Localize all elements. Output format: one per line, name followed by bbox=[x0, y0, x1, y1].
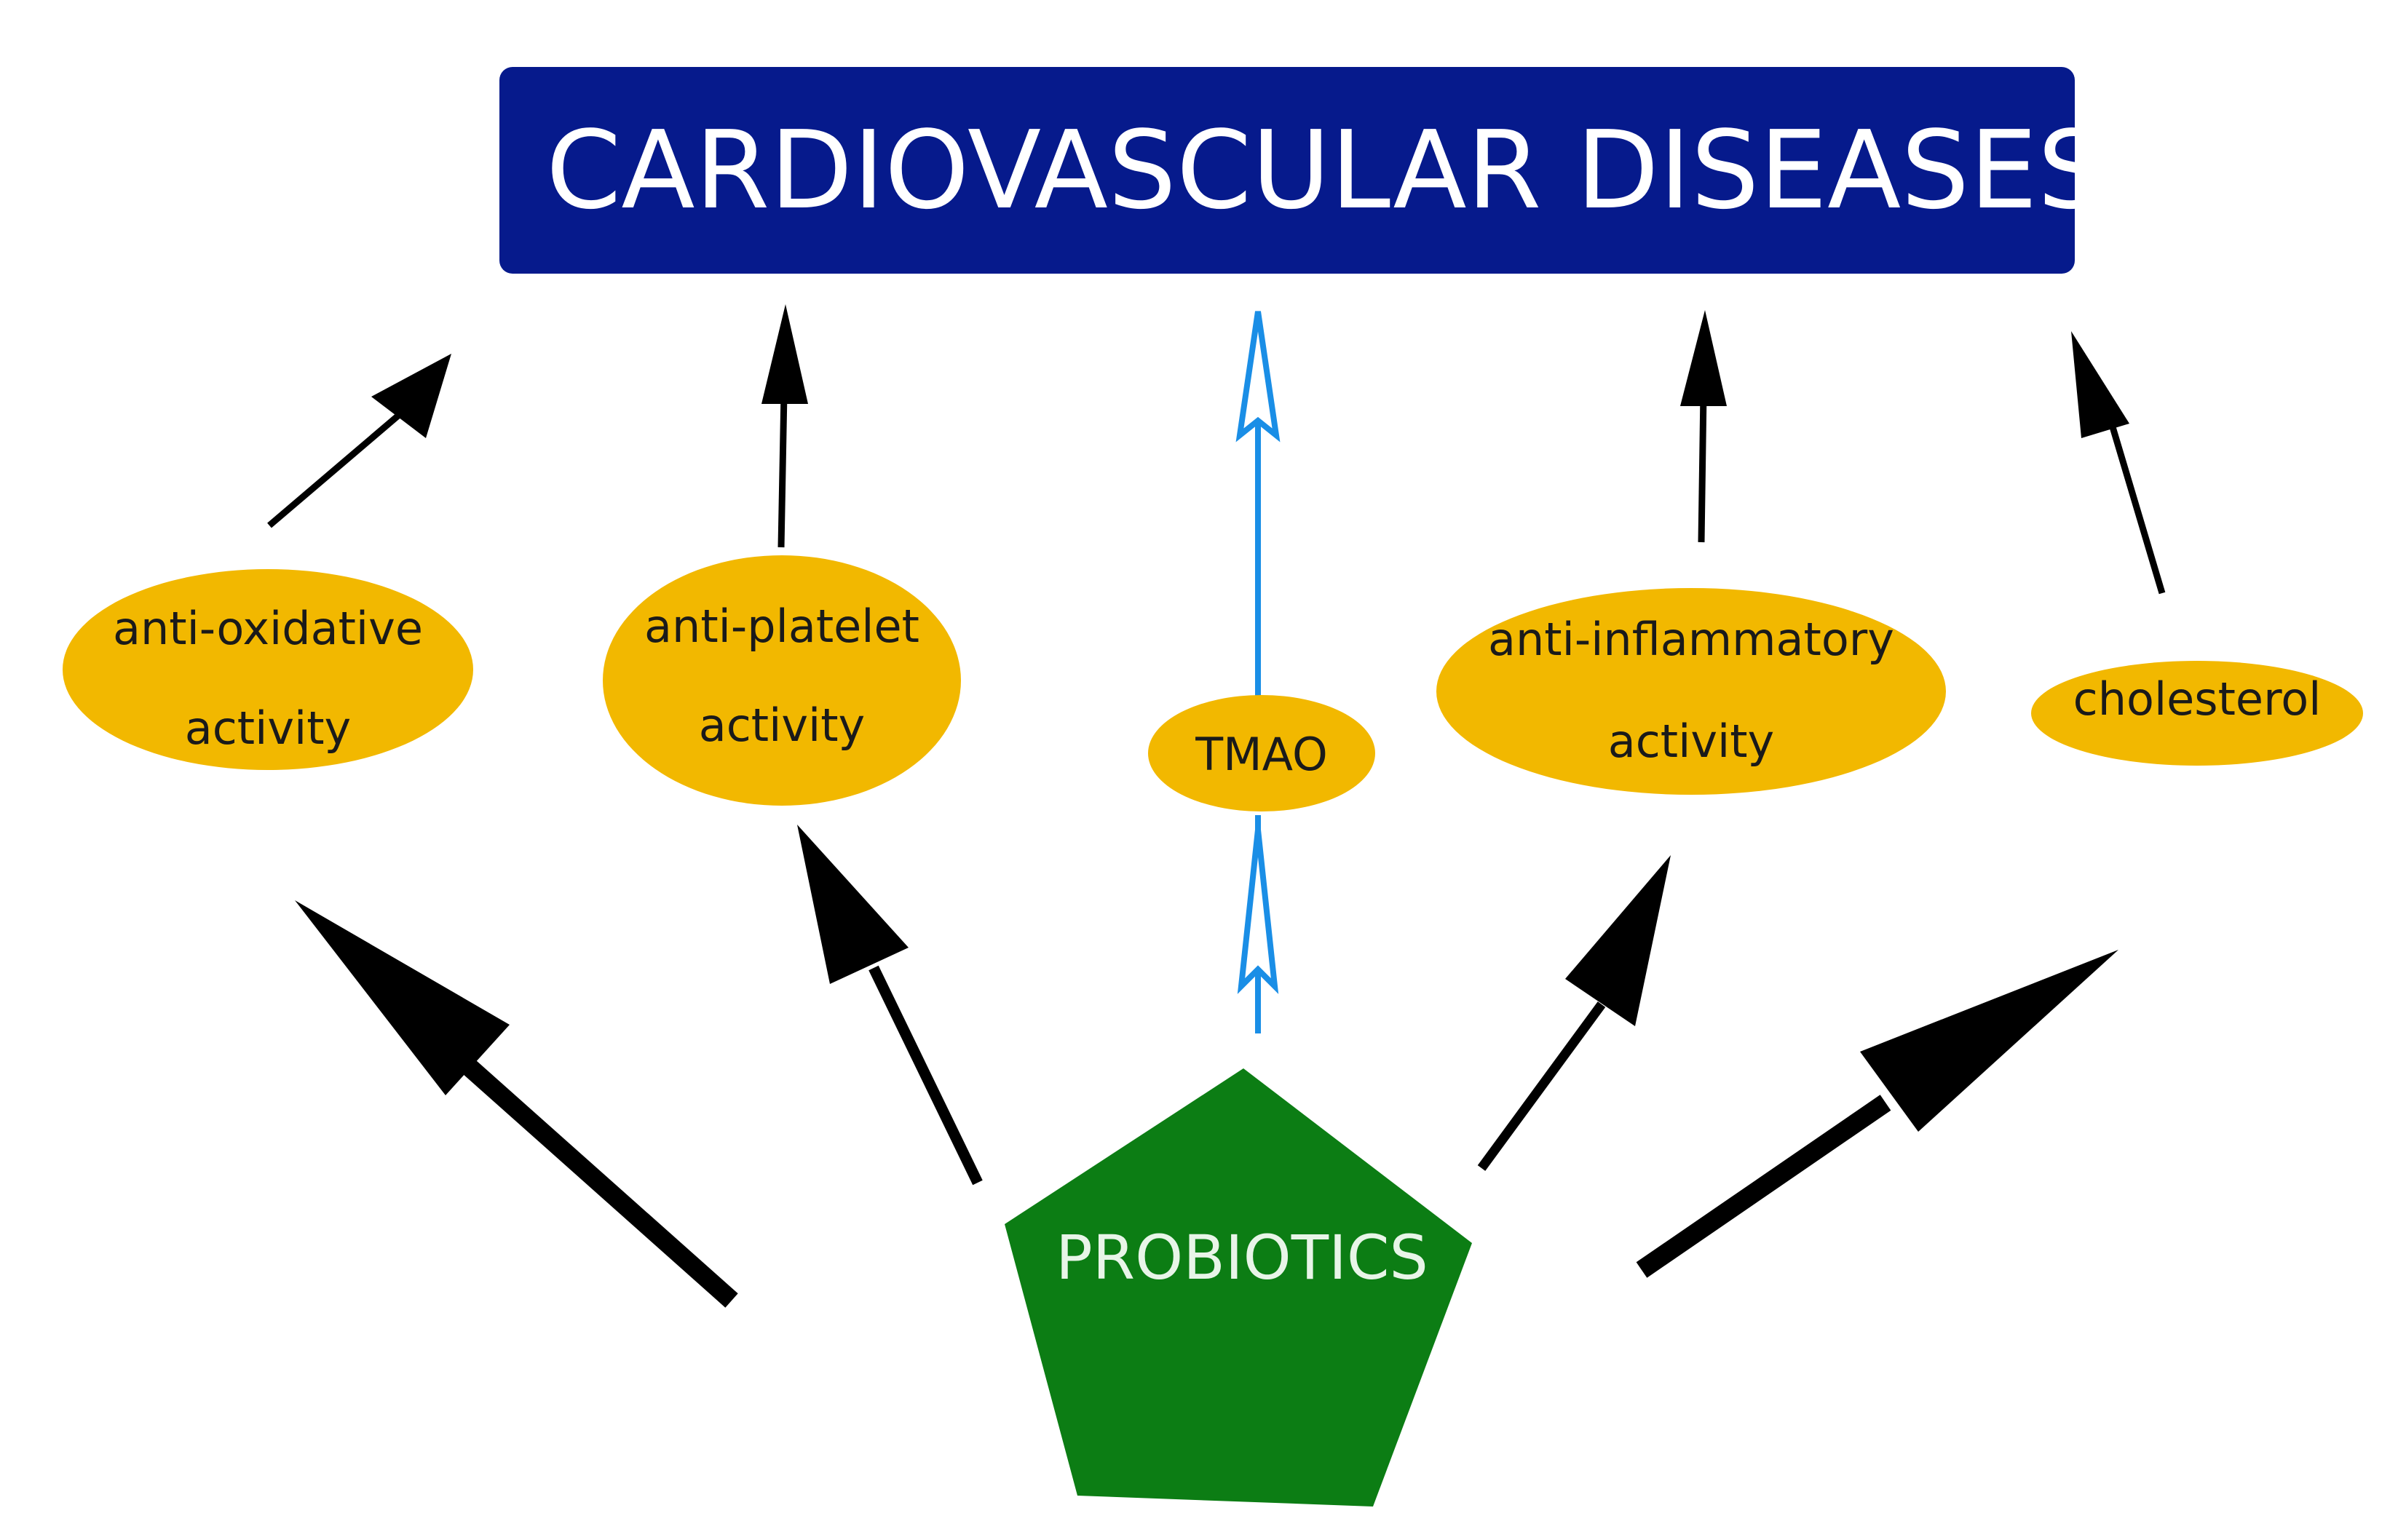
mediator-label-line1: anti-platelet bbox=[644, 600, 919, 653]
arrow-inflammatory-to-cvd bbox=[1680, 310, 1727, 543]
probiotics-pentagon bbox=[1005, 1068, 1472, 1507]
mediator-ellipse bbox=[63, 569, 473, 770]
mediator-label-line2: activity bbox=[699, 699, 866, 752]
mediator-label-line1: cholesterol bbox=[2073, 672, 2322, 726]
arrow-platelet-to-cvd bbox=[761, 304, 808, 548]
title-word-2: DISEASES bbox=[1576, 108, 2106, 233]
tmao-arrows bbox=[1235, 311, 1281, 1033]
arrow-cholesterol-to-cvd bbox=[2071, 331, 2166, 595]
mediator-ellipse bbox=[2031, 661, 2363, 766]
tmao-arrowhead-upper bbox=[1235, 311, 1281, 442]
arrow-probiotics-to-cholesterol bbox=[1636, 950, 2118, 1278]
probiotics-label: PROBIOTICS bbox=[1056, 1222, 1428, 1293]
mediator-label-line1: anti-inflammatory bbox=[1488, 613, 1894, 666]
title-box-bg bbox=[499, 67, 2075, 274]
lower-arrows bbox=[295, 825, 2118, 1308]
arrow-probiotics-to-platelet bbox=[797, 825, 983, 1186]
mediator-anti-oxidative: anti-oxidative activity bbox=[63, 569, 473, 770]
arrow-probiotics-to-oxidative bbox=[295, 900, 738, 1308]
mediator-tmao: TMAO bbox=[1148, 695, 1375, 811]
tmao-arrowhead-lower bbox=[1237, 829, 1279, 994]
arrow-probiotics-to-inflammatory bbox=[1477, 855, 1671, 1171]
mediator-label-line1: anti-oxidative bbox=[113, 602, 423, 655]
probiotics-node: PROBIOTICS bbox=[1005, 1068, 1472, 1507]
arrow-oxidative-to-cvd bbox=[267, 354, 451, 528]
mediator-ellipse bbox=[603, 555, 961, 806]
mediator-cholesterol: cholesterol bbox=[2031, 661, 2363, 766]
mediator-label-line1: TMAO bbox=[1195, 728, 1328, 781]
mediator-ellipse bbox=[1148, 695, 1375, 811]
mediator-label-line2: activity bbox=[185, 702, 352, 755]
mediator-ellipse bbox=[1436, 588, 1946, 795]
title-word-1: CARDIOVASCULAR bbox=[546, 108, 1541, 233]
mediator-anti-inflammatory: anti-inflammatory activity bbox=[1436, 588, 1946, 795]
mediator-anti-platelet: anti-platelet activity bbox=[603, 555, 961, 806]
upper-arrows bbox=[267, 304, 2166, 595]
title-box: CARDIOVASCULAR DISEASES bbox=[499, 67, 2106, 274]
mediator-label-line2: activity bbox=[1608, 715, 1775, 768]
